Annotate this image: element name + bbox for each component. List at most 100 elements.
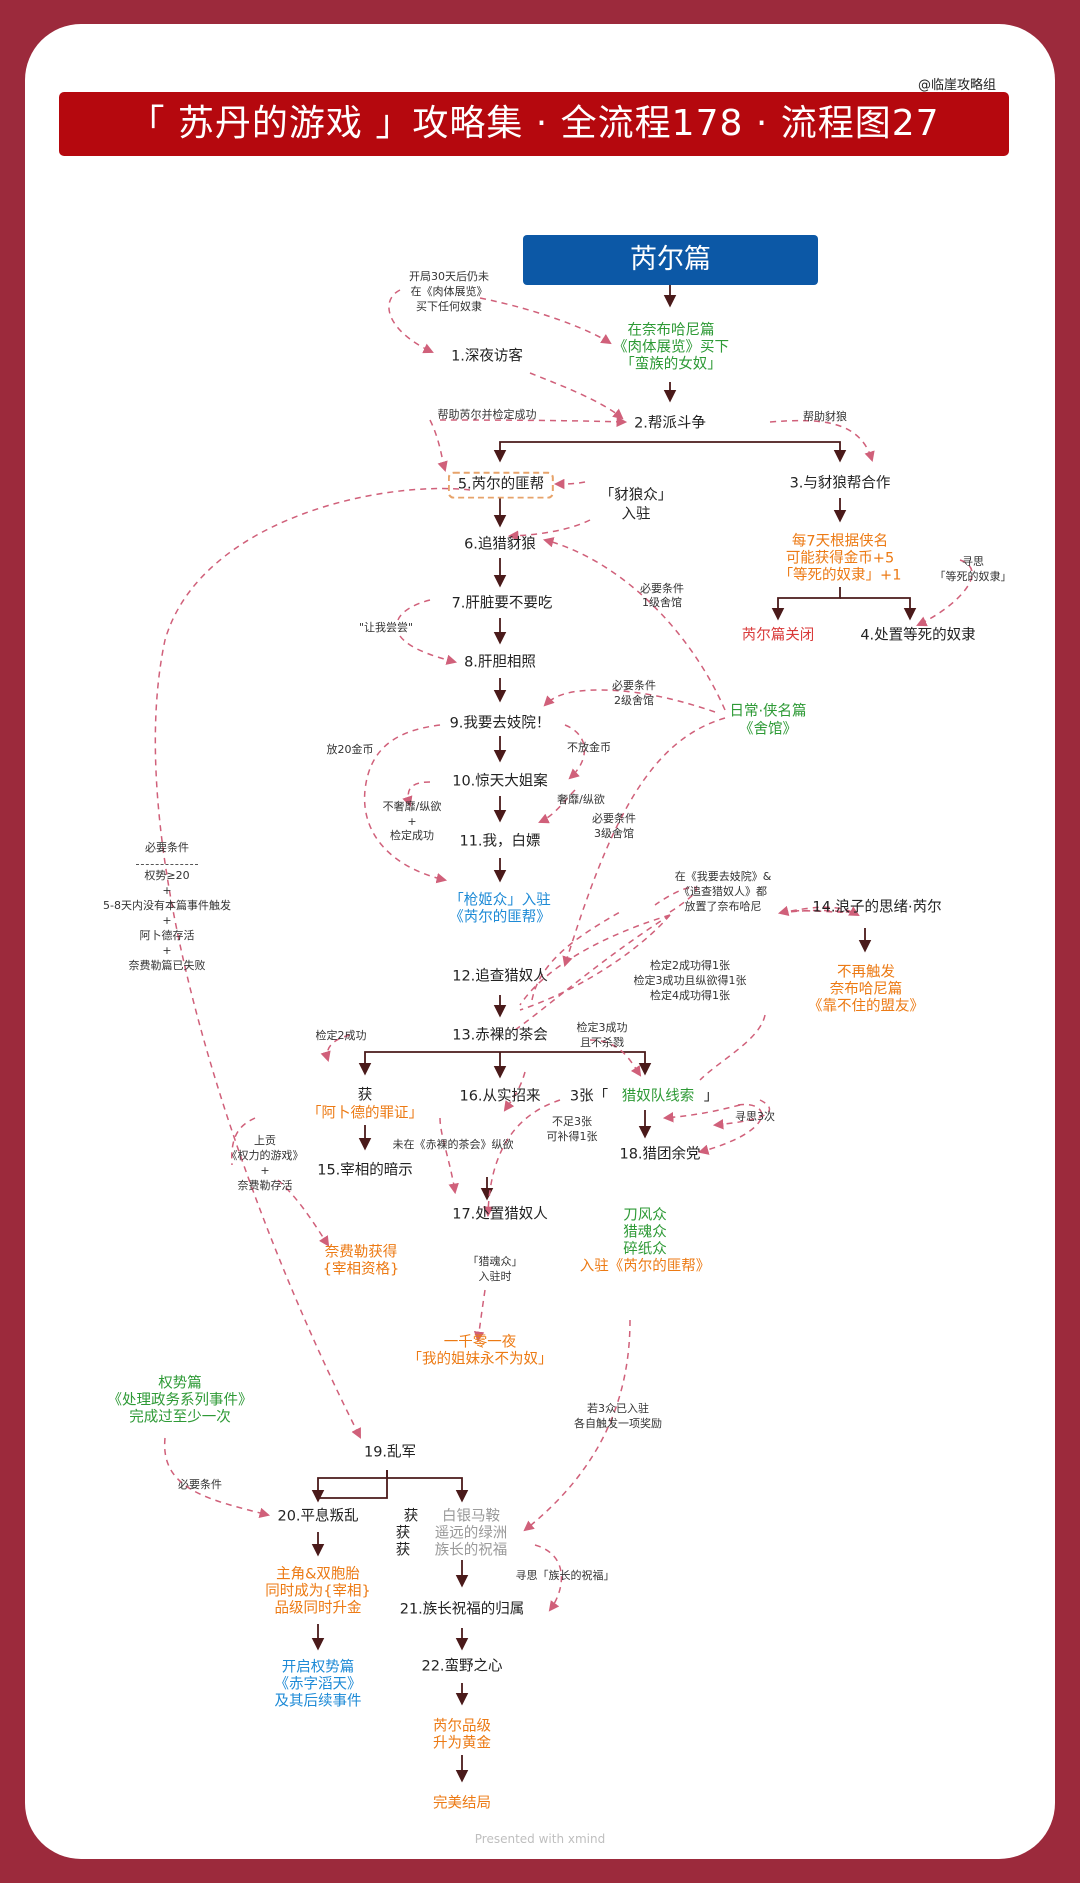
node-21: 21.族长祝福的归属 xyxy=(399,1601,525,1618)
note-lack-2: 可补得1张 xyxy=(546,1129,598,1143)
note-reqL-4: + xyxy=(162,883,172,897)
note-req1-b: 1级舍馆 xyxy=(642,595,682,609)
gray-silver: 白银马鞍 xyxy=(442,1508,500,1525)
label-huo-2: 获 xyxy=(395,1525,411,1542)
title-banner: 「 苏丹的游戏 」攻略集 · 全流程178 · 流程图27 xyxy=(59,92,1009,156)
green-power-3: 完成过至少一次 xyxy=(129,1409,231,1426)
note-up-2: 《权力的游戏》 xyxy=(226,1148,304,1162)
node-13: 13.赤裸的茶会 xyxy=(452,1027,548,1044)
note-nolux-plus: + xyxy=(407,814,417,828)
note-c3-a: 检定3成功 xyxy=(576,1020,628,1034)
orange-week-2: 可能获得金币+5 xyxy=(785,550,895,567)
orange-week-3: 「等死的奴隶」+1 xyxy=(778,567,902,584)
node-3: 3.与豺狼帮合作 xyxy=(789,475,891,492)
footer-credit: Presented with xmind xyxy=(474,1832,606,1846)
note-lack-1: 不足3张 xyxy=(552,1114,592,1128)
dashed-links xyxy=(154,289,973,1612)
note-seek-2: 「等死的奴隶」 xyxy=(934,569,1012,583)
note-check-1: 检定2成功得1张 xyxy=(650,958,730,972)
note-req1-a: 必要条件 xyxy=(640,581,684,595)
note-soul-in-2: 入驻时 xyxy=(478,1269,512,1283)
orange-main-3: 品级同时升金 xyxy=(274,1600,362,1617)
note-reqL-5: 5-8天内没有本篇事件触发 xyxy=(103,898,231,912)
label-huo-1: 获 xyxy=(403,1508,419,1525)
note-soul-in-1: 「猎魂众」 xyxy=(467,1254,523,1268)
node-20: 20.平息叛乱 xyxy=(277,1508,359,1525)
note-req2-b: 2级舍馆 xyxy=(614,693,654,707)
orange-gold-1: 芮尔品级 xyxy=(433,1718,491,1735)
node-14: 14.浪子的思绪·芮尔 xyxy=(812,899,942,916)
label-get: 获 xyxy=(357,1087,373,1104)
note-brothel-1: 在《我要去妓院》& xyxy=(674,869,772,883)
note-brothel-3: 放置了奈布哈尼 xyxy=(684,899,762,913)
green-buy-2: 《肉体展览》买下 xyxy=(613,339,729,356)
node-7: 7.肝脏要不要吃 xyxy=(451,595,553,612)
note-help-jackal: 帮助豺狼 xyxy=(803,409,847,423)
note-nolux-1: 不奢靡/纵欲 xyxy=(382,799,442,813)
note-3in-2: 各自触发一项奖励 xyxy=(574,1416,662,1430)
note-reqL-8: + xyxy=(162,943,172,957)
green-power-1: 权势篇 xyxy=(158,1375,202,1392)
node-15: 15.宰相的暗示 xyxy=(317,1162,413,1179)
orange-naifei-2: {宰相资格} xyxy=(322,1261,400,1278)
label-3zhang: 3张「 xyxy=(569,1088,609,1105)
green-buy-1: 在奈布哈尼篇 xyxy=(627,322,715,339)
note-open30-1: 开局30天后仍未 xyxy=(409,269,489,283)
note-check-2: 检定3成功且纵欲得1张 xyxy=(633,973,747,987)
orange-week-1: 每7天根据侠名 xyxy=(791,533,889,550)
orange-no-2: 奈布哈尼篇 xyxy=(829,981,903,998)
note-req2-a: 必要条件 xyxy=(612,678,656,692)
node-11: 11.我，白嫖 xyxy=(459,833,541,850)
chapter-header: 芮尔篇 xyxy=(523,235,818,285)
green-paper: 碎纸众 xyxy=(623,1241,667,1258)
note-seek-bless: 寻思「族长的祝福」 xyxy=(515,1568,615,1582)
note-put-20: 放20金币 xyxy=(326,742,374,756)
note-c3-b: 且不杀戮 xyxy=(580,1035,624,1049)
node-16: 16.从实招来 xyxy=(459,1088,541,1105)
note-not-indulge: 未在《赤裸的茶会》纵欲 xyxy=(392,1137,514,1151)
note-req-power: 必要条件 xyxy=(178,1477,222,1491)
poster-card xyxy=(25,24,1055,1859)
green-blade: 刀风众 xyxy=(623,1207,667,1224)
note-let-me-taste: "让我尝尝" xyxy=(358,620,414,634)
orange-no-3: 《靠不住的盟友》 xyxy=(808,998,924,1015)
orange-night-2: 「我的姐妹永不为奴」 xyxy=(407,1351,553,1368)
note-lux: 奢靡/纵欲 xyxy=(557,792,605,806)
note-help-rel: 帮助芮尔并检定成功 xyxy=(437,407,537,421)
note-req3-b: 3级舍馆 xyxy=(594,826,634,840)
note-open30-2: 在《肉体展览》 xyxy=(410,284,488,298)
note-up-1: 上贡 xyxy=(254,1133,276,1147)
node-9: 9.我要去妓院！ xyxy=(449,715,551,732)
node-5: 5.芮尔的匪帮 xyxy=(447,471,555,499)
note-brothel-2: 《追查猎奴人》都 xyxy=(679,884,767,898)
note-reqL-7: 阿卜德存活 xyxy=(139,928,195,942)
note-check2-success: 检定2成功 xyxy=(315,1028,367,1042)
orange-enter-gang: 入驻《芮尔的匪帮》 xyxy=(579,1258,711,1275)
note-check-3: 检定4成功得1张 xyxy=(650,988,730,1002)
divider xyxy=(136,864,198,865)
label-huo-3: 获 xyxy=(395,1542,411,1559)
node-1: 1.深夜访客 xyxy=(451,348,523,365)
node-17: 17.处置猎奴人 xyxy=(452,1206,548,1223)
orange-main-1: 主角&双胞胎 xyxy=(276,1566,360,1583)
note-no-put: 不放金币 xyxy=(567,740,611,754)
orange-naifei-1: 奈费勒获得 xyxy=(324,1244,398,1261)
note-3in-1: 若3众已入驻 xyxy=(587,1401,649,1415)
node-2: 2.帮派斗争 xyxy=(634,415,706,432)
label-3zhang-end: 」 xyxy=(703,1088,719,1105)
green-daily-2: 《舍馆》 xyxy=(739,721,797,738)
green-power-2: 《处理政务系列事件》 xyxy=(107,1392,253,1409)
green-soul: 猎魂众 xyxy=(623,1224,667,1241)
orange-gold-2: 升为黄金 xyxy=(433,1735,491,1752)
node-6: 6.追猎豺狼 xyxy=(464,536,536,553)
gray-bless: 族长的祝福 xyxy=(434,1542,508,1559)
orange-main-2: 同时成为{宰相} xyxy=(265,1583,371,1600)
blue-open-3: 及其后续事件 xyxy=(274,1693,362,1710)
note-seek-1: 寻思 xyxy=(962,554,984,568)
node-22: 22.蛮野之心 xyxy=(421,1658,503,1675)
orange-perfect-ending: 完美结局 xyxy=(433,1795,491,1812)
node-4: 4.处置等死的奴隶 xyxy=(860,627,976,644)
note-up-3: + xyxy=(260,1163,270,1177)
node-19: 19.乱军 xyxy=(363,1444,417,1461)
